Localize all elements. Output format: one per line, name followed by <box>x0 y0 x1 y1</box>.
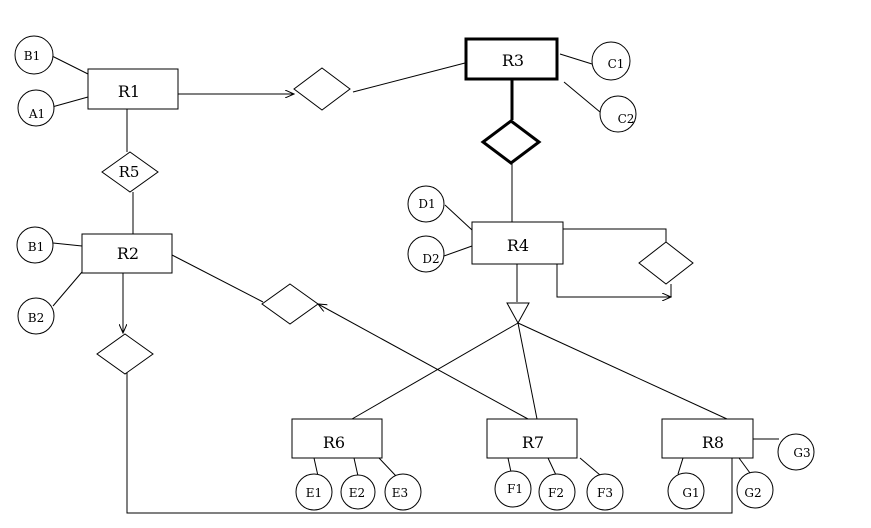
relationship-r2-r7 <box>261 283 319 325</box>
attribute-e1 <box>295 473 333 511</box>
link-r3-c2 <box>563 81 601 113</box>
relationships <box>96 67 694 375</box>
link-r2-b1 <box>52 242 83 247</box>
entity-r8 <box>661 418 754 459</box>
link-r8-g2 <box>738 457 751 474</box>
entity-r7-label: R7 <box>522 433 544 452</box>
entity-r3 <box>464 37 559 81</box>
attribute-g1-label: G1 <box>682 486 699 500</box>
link-r7-f3 <box>579 457 601 476</box>
attribute-c2-label: C2 <box>618 112 635 126</box>
attribute-c1-label: C1 <box>608 57 625 71</box>
link-r4-recursive-top <box>563 228 667 242</box>
link-r7-to-rel-b <box>318 304 529 420</box>
link-r2-b2 <box>52 271 83 307</box>
attribute-f3 <box>586 473 624 511</box>
link-r6-e2 <box>353 457 359 477</box>
attribute-g1 <box>667 472 705 510</box>
entity-r1-label: R1 <box>118 82 140 101</box>
relationship-r2-r8 <box>96 333 154 375</box>
relationship-r5 <box>101 151 159 193</box>
relationship-r5-label: R5 <box>119 163 140 181</box>
attribute-b2 <box>17 297 55 335</box>
link-isa-to-r8 <box>517 322 728 420</box>
link-r7-f2 <box>547 457 557 476</box>
identifying-relationship-r3-r4 <box>480 119 542 165</box>
link-r3-c1 <box>559 53 593 65</box>
entity-r1 <box>87 68 179 110</box>
attribute-e1-label: E1 <box>306 486 322 500</box>
link-r4-d1 <box>444 204 473 231</box>
attribute-g3 <box>777 433 815 471</box>
attribute-d1 <box>407 185 445 223</box>
attribute-g3-label: G3 <box>793 446 810 460</box>
attribute-d1-label: D1 <box>418 197 435 211</box>
attributes <box>14 35 815 511</box>
relationship-r4-recursive <box>638 241 694 285</box>
attribute-e2-label: E2 <box>349 486 365 500</box>
attribute-e2 <box>340 474 376 510</box>
entity-r2-label: R2 <box>117 244 139 263</box>
link-r2-to-rel-b <box>171 254 264 303</box>
link-isa-to-r7 <box>517 322 538 420</box>
attribute-a1 <box>17 89 55 127</box>
attribute-e3-label: E3 <box>392 486 408 500</box>
entities <box>81 37 754 459</box>
link-r7-f1 <box>507 457 512 473</box>
attribute-f3-label: F3 <box>597 486 613 500</box>
entity-r4 <box>471 221 564 265</box>
entity-r6 <box>291 418 383 459</box>
link-rel-c-to-r8 <box>126 372 733 514</box>
attribute-g2 <box>736 471 774 509</box>
link-r1-b1 <box>51 55 89 75</box>
entity-r6-label: R6 <box>323 433 345 452</box>
attribute-f2 <box>538 473 576 511</box>
attribute-b1-top <box>14 35 54 75</box>
link-r6-e1 <box>313 457 319 477</box>
link-r1-a1 <box>51 96 89 108</box>
entity-r8-label: R8 <box>702 433 724 452</box>
attribute-f1-label: F1 <box>507 482 523 496</box>
attribute-a1-label: A1 <box>28 107 45 121</box>
isa-triangle <box>506 302 530 325</box>
connectors <box>51 53 779 514</box>
link-r8-g1 <box>677 457 684 475</box>
attribute-b1-top-label: B1 <box>24 49 40 63</box>
relationship-r1-r3 <box>293 67 351 111</box>
link-r4-recursive-bottom <box>556 264 671 297</box>
link-r6-e3 <box>378 457 397 477</box>
attribute-b1-r2 <box>16 226 54 264</box>
attribute-f1 <box>494 470 532 508</box>
attribute-g2-label: G2 <box>744 486 761 500</box>
attribute-b1-r2-label: B1 <box>28 240 44 254</box>
attribute-f2-label: F2 <box>548 486 564 500</box>
attribute-e3 <box>384 473 422 511</box>
link-isa-to-r6 <box>351 322 519 420</box>
labels: R1 R3 R4 R2 R6 R7 R8 R5 B1 A1 B1 B2 C1 C… <box>24 49 811 500</box>
entity-r2 <box>81 233 173 274</box>
attribute-b2-label: B2 <box>28 311 44 325</box>
entity-r4-label: R4 <box>507 236 529 255</box>
entity-r7 <box>486 418 578 459</box>
attribute-c2 <box>599 95 637 133</box>
link-r4-d2 <box>443 245 473 257</box>
attribute-c1 <box>591 41 631 81</box>
entity-r3-label: R3 <box>502 51 524 70</box>
link-rel-a-to-r3 <box>352 62 466 93</box>
attribute-d2-label: D2 <box>422 252 439 266</box>
attribute-d2 <box>407 235 445 273</box>
